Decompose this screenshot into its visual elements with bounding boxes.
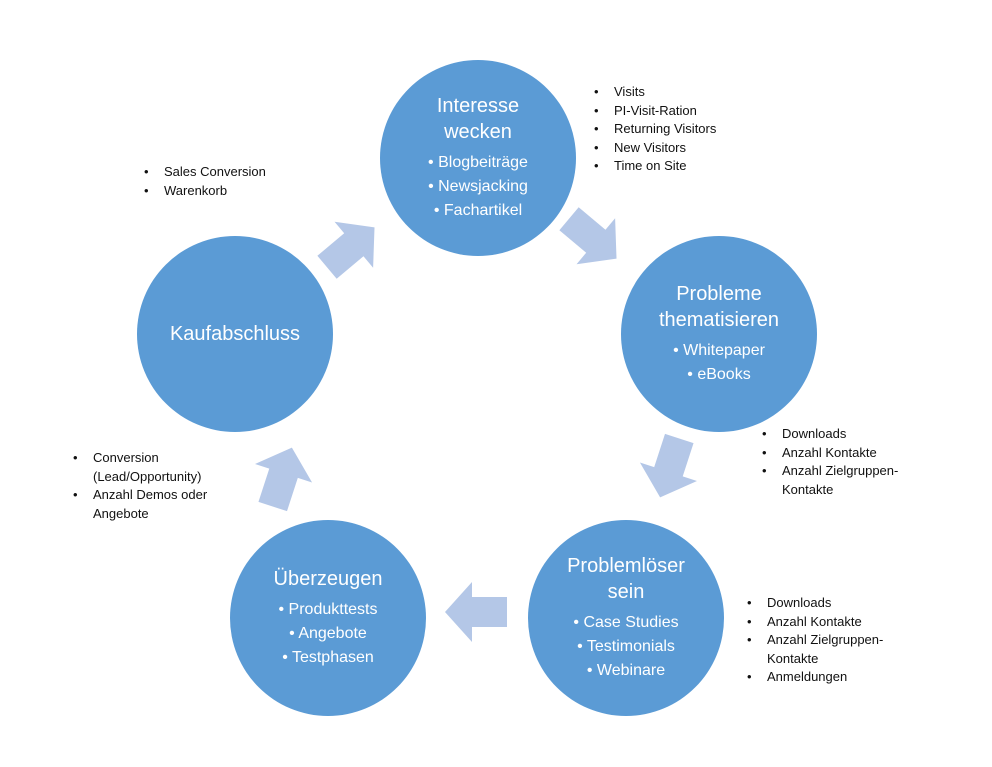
stage-item: Webinare [573,659,678,683]
arrow-interesse-to-probleme [559,207,617,265]
kpi-notes-interesse: Visits PI-Visit-Ration Returning Visitor… [592,83,716,176]
stage-title-line: wecken [444,121,512,143]
kpi-note: Anzahl Zielgruppen- [760,462,898,481]
stage-title: Problemlöser sein [567,553,685,605]
stage-items: Whitepaper eBooks [673,339,765,387]
stage-item: Blogbeiträge [428,151,528,175]
kpi-note: Downloads [745,594,883,613]
stage-interesse-wecken: Interesse wecken Blogbeiträge Newsjackin… [380,60,576,256]
stage-title-line: Probleme [676,283,762,305]
arrow-problemloeser-to-ueberzeugen [445,582,507,642]
stage-item: Newsjacking [428,175,528,199]
kpi-note-continuation: (Lead/Opportunity) [93,468,202,484]
stage-item: Fachartikel [428,199,528,223]
stage-item: Produkttests [279,598,378,622]
kpi-note: New Visitors [592,139,716,158]
stage-kaufabschluss: Kaufabschluss [137,236,333,432]
stage-title: Interesse wecken [437,93,519,145]
stage-item: eBooks [673,363,765,387]
kpi-notes-ueberzeugen: Conversion (Lead/Opportunity) Anzahl Dem… [71,449,207,523]
kpi-note: Downloads [760,425,898,444]
stage-probleme-thematisieren: Probleme thematisieren Whitepaper eBooks [621,236,817,432]
kpi-note: PI-Visit-Ration [592,102,716,121]
stage-title: Überzeugen [273,568,383,590]
kpi-note: Time on Site [592,157,716,176]
stage-title-line: Problemlöser [567,555,685,577]
kpi-note: Anzahl Demos oder [71,486,207,505]
stage-title-line: sein [607,581,645,603]
kpi-note: Anzahl Zielgruppen- [745,631,883,650]
stage-title: Probleme thematisieren [659,281,779,333]
kpi-note-continuation: Kontakte [782,481,834,497]
kpi-note: Sales Conversion [142,163,266,182]
stage-item: Testphasen [279,646,378,670]
kpi-notes-problemloeser: Downloads Anzahl Kontakte Anzahl Zielgru… [745,594,883,687]
kpi-note-continuation: Angebote [93,505,149,521]
stage-item: Case Studies [573,611,678,635]
stage-item: Testimonials [573,635,678,659]
kpi-note-continuation: Kontakte [767,650,819,666]
arrow-kaufabschluss-to-interesse [317,221,375,279]
stage-title-line: thematisieren [658,309,780,331]
kpi-note: Anzahl Kontakte [760,444,898,463]
kpi-note: Conversion [71,449,207,468]
kpi-note: Returning Visitors [592,120,716,139]
kpi-note: Anzahl Kontakte [745,613,883,632]
stage-problemloeser-sein: Problemlöser sein Case Studies Testimoni… [528,520,724,716]
stage-items: Produkttests Angebote Testphasen [279,598,378,670]
kpi-note: Anmeldungen [745,668,883,687]
kpi-notes-kaufabschluss: Sales Conversion Warenkorb [142,163,266,200]
stage-ueberzeugen: Überzeugen Produkttests Angebote Testpha… [230,520,426,716]
stage-item: Angebote [279,622,378,646]
stage-item: Whitepaper [673,339,765,363]
stage-title-line: Interesse [436,95,520,117]
arrow-ueberzeugen-to-kaufabschluss [255,447,313,512]
arrow-probleme-to-problemloeser [639,433,697,498]
stage-items: Blogbeiträge Newsjacking Fachartikel [428,151,528,223]
kpi-note: Warenkorb [142,182,266,201]
kpi-note: Visits [592,83,716,102]
kpi-notes-probleme: Downloads Anzahl Kontakte Anzahl Zielgru… [760,425,898,499]
stage-items: Case Studies Testimonials Webinare [573,611,678,683]
stage-title: Kaufabschluss [169,323,301,345]
